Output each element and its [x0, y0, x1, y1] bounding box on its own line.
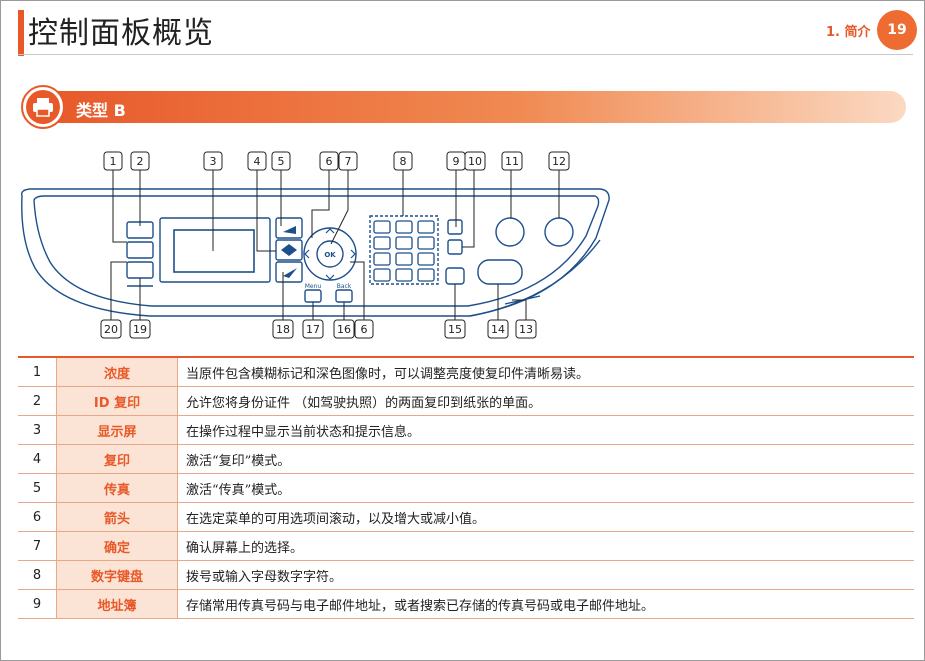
back-button-label: Back — [337, 283, 352, 290]
callout-20-label: 20 — [104, 323, 118, 336]
callout-5: 5 — [271, 151, 291, 171]
table-cell-term: 数字键盘 — [56, 560, 178, 590]
table-cell-num: 1 — [18, 357, 57, 387]
table-cell-term: 复印 — [56, 444, 178, 474]
table-cell-term: 确定 — [56, 531, 178, 561]
callout-2-label: 2 — [137, 155, 144, 168]
table-cell-num: 4 — [18, 444, 57, 474]
table-cell-num: 5 — [18, 473, 57, 503]
callout-10-label: 10 — [468, 155, 482, 168]
callout-9-label: 9 — [453, 155, 460, 168]
callout-8: 8 — [393, 151, 413, 171]
table-cell-num: 2 — [18, 386, 57, 416]
table-cell-term: 显示屏 — [56, 415, 178, 445]
callout-6-bottom: 6 — [354, 319, 374, 339]
table-cell-term: 传真 — [56, 473, 178, 503]
callout-17: 17 — [302, 319, 324, 339]
table-cell-term: 地址簿 — [56, 589, 178, 619]
section-band — [44, 91, 906, 123]
ok-button-label: OK — [324, 251, 336, 259]
table-cell-num: 9 — [18, 589, 57, 619]
callout-15-label: 15 — [448, 323, 462, 336]
table-cell-desc: 允许您将身份证件 （如驾驶执照）的两面复印到纸张的单面。 — [177, 386, 914, 416]
table-cell-term: ID 复印 — [56, 386, 178, 416]
table-cell-num: 6 — [18, 502, 57, 532]
callout-2: 2 — [130, 151, 150, 171]
table-cell-desc: 当原件包含模糊标记和深色图像时，可以调整亮度使复印件清晰易读。 — [177, 357, 914, 387]
table-cell-term: 浓度 — [56, 357, 178, 387]
callout-13-label: 13 — [519, 323, 533, 336]
table-cell-num: 7 — [18, 531, 57, 561]
callout-19: 19 — [129, 319, 151, 339]
callout-4-label: 4 — [254, 155, 261, 168]
page-title: 控制面板概览 — [28, 16, 214, 51]
callout-11-label: 11 — [505, 155, 519, 168]
table-cell-desc: 确认屏幕上的选择。 — [177, 531, 914, 561]
table-cell-desc: 激活“复印”模式。 — [177, 444, 914, 474]
callout-6-top: 6 — [319, 151, 339, 171]
page-number-badge: 19 — [877, 10, 917, 50]
callout-16: 16 — [333, 319, 355, 339]
table-cell-desc: 存储常用传真号码与电子邮件地址，或者搜索已存储的传真号码或电子邮件地址。 — [177, 589, 914, 619]
callout-16-label: 16 — [337, 323, 351, 336]
callout-6-bottom-label: 6 — [361, 323, 368, 336]
header-accent-bar — [18, 10, 24, 56]
section-icon-ring — [21, 85, 65, 129]
callout-18-label: 18 — [276, 323, 290, 336]
callout-19-label: 19 — [133, 323, 147, 336]
header-divider — [18, 54, 913, 55]
callout-14-label: 14 — [491, 323, 505, 336]
chapter-label[interactable]: 1. 简介 — [826, 25, 871, 40]
table-cell-desc: 在选定菜单的可用选项间滚动，以及增大或减小值。 — [177, 502, 914, 532]
table-cell-desc: 在操作过程中显示当前状态和提示信息。 — [177, 415, 914, 445]
callout-7: 7 — [338, 151, 358, 171]
table-cell-num: 8 — [18, 560, 57, 590]
callout-10: 10 — [464, 151, 486, 171]
table-cell-num: 3 — [18, 415, 57, 445]
callout-18: 18 — [272, 319, 294, 339]
table-cell-desc: 拨号或输入字母数字字符。 — [177, 560, 914, 590]
callout-17-label: 17 — [306, 323, 320, 336]
panel-bottom-strip — [469, 239, 601, 317]
section-title: 类型 B — [76, 101, 126, 120]
callout-7-label: 7 — [345, 155, 352, 168]
callout-11: 11 — [501, 151, 523, 171]
callout-8-label: 8 — [400, 155, 407, 168]
control-panel-diagram: OK Menu Back 1 2 3 4 — [20, 151, 610, 339]
printer-icon — [26, 90, 60, 124]
callout-3: 3 — [203, 151, 223, 171]
callout-13: 13 — [515, 319, 537, 339]
panel-inner-outline — [33, 195, 600, 307]
panel-outline — [20, 188, 610, 317]
callout-15: 15 — [444, 319, 466, 339]
table-cell-desc: 激活“传真”模式。 — [177, 473, 914, 503]
callout-12: 12 — [548, 151, 570, 171]
callout-6-top-label: 6 — [326, 155, 333, 168]
table-cell-term: 箭头 — [56, 502, 178, 532]
callout-3-label: 3 — [210, 155, 217, 168]
callout-9: 9 — [446, 151, 466, 171]
callout-20: 20 — [100, 319, 122, 339]
callout-12-label: 12 — [552, 155, 566, 168]
menu-button-label: Menu — [305, 283, 322, 290]
callout-5-label: 5 — [278, 155, 285, 168]
callout-1: 1 — [103, 151, 123, 171]
callout-4: 4 — [247, 151, 267, 171]
callout-14: 14 — [487, 319, 509, 339]
callout-1-label: 1 — [110, 155, 117, 168]
